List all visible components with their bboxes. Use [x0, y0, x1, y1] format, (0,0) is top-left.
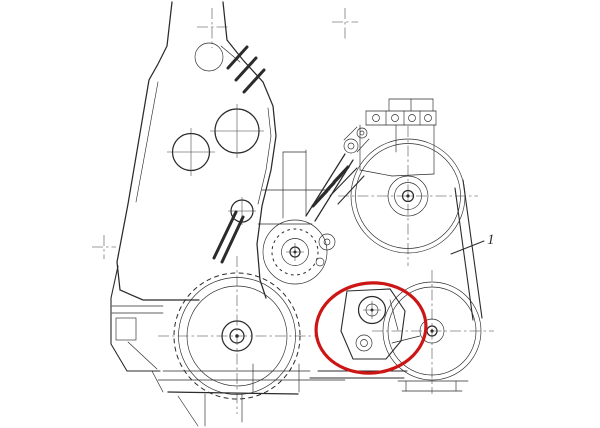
- cover-hole-left: [167, 128, 215, 176]
- engine-block-edges: [257, 149, 331, 225]
- datum-cross-left: [92, 235, 116, 259]
- tensioner-highlight-annotation: [314, 281, 428, 375]
- idler-bolt: [315, 233, 336, 267]
- datum-cross-top: [197, 8, 228, 48]
- rib-ring: [271, 228, 319, 276]
- timing-cover-bracket: [92, 1, 358, 301]
- injection-pump-assembly: [305, 98, 437, 222]
- pump-body: [359, 124, 435, 177]
- hatch-strokes-upper: [226, 45, 266, 94]
- tensioner-pivot-bolt: [355, 334, 373, 352]
- oil-pan: [151, 363, 346, 427]
- coolant-pump-pulley: [372, 270, 494, 394]
- callout-leader-line: [450, 240, 485, 255]
- lower-right-bracket: [397, 380, 469, 392]
- datum-cross-top-right: [332, 8, 358, 40]
- tensioner-pulley: [357, 295, 387, 325]
- hatch-strokes-lower: [212, 210, 245, 264]
- crankshaft-toothed-gear: [158, 256, 316, 414]
- ribbed-damper-pulley: [262, 219, 328, 285]
- rod-hatch-strokes: [311, 165, 350, 208]
- callout-1: 1: [450, 232, 495, 255]
- alternator-pulley: [338, 126, 478, 266]
- belt-tensioner: [340, 288, 421, 360]
- lower-left-bracket: [110, 265, 164, 372]
- cover-hole-upper: [210, 104, 264, 158]
- pump-top-bracket: [365, 98, 437, 126]
- callout-1-label: 1: [487, 232, 495, 248]
- drive-belt: [309, 167, 483, 379]
